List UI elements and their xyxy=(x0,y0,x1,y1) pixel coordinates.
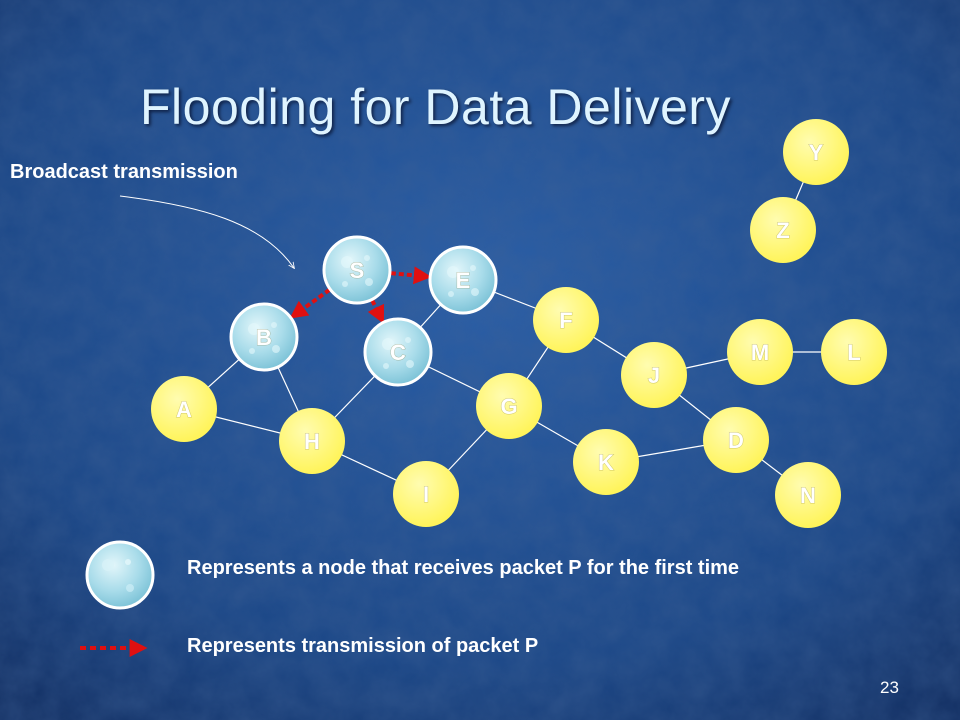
node-j-circle xyxy=(621,342,687,408)
node-c-bubble-3 xyxy=(383,363,389,369)
transmission-s-c-arrow xyxy=(367,299,385,324)
node-y: Y xyxy=(783,119,849,185)
node-b-bubble-3 xyxy=(249,348,255,354)
node-k-circle xyxy=(573,429,639,495)
node-f: F xyxy=(533,287,599,353)
node-b-circle xyxy=(229,302,299,372)
broadcast-pointer-arrow xyxy=(119,195,294,268)
node-c-bubble-0 xyxy=(382,338,394,350)
node-e-bubble-0 xyxy=(447,266,459,278)
node-l-circle xyxy=(821,319,887,385)
node-b-bubble-2 xyxy=(271,322,277,328)
node-y-circle xyxy=(783,119,849,185)
node-i: I xyxy=(393,461,459,527)
slide-title: Flooding for Data Delivery xyxy=(140,79,732,135)
node-layer: S E B C A H I G F J K D M L N Y Z xyxy=(151,119,887,528)
node-h-circle xyxy=(279,408,345,474)
node-h-label: H xyxy=(304,429,320,454)
node-f-label: F xyxy=(559,308,572,333)
node-j: J xyxy=(621,342,687,408)
transmission-s-e-arrow xyxy=(390,266,432,285)
node-e-bubble-1 xyxy=(471,288,479,296)
node-m: M xyxy=(727,319,793,385)
node-l: L xyxy=(821,319,887,385)
node-i-circle xyxy=(393,461,459,527)
node-k: K xyxy=(573,429,639,495)
node-f-circle xyxy=(533,287,599,353)
node-s-bubble-0 xyxy=(341,256,353,268)
node-b: B xyxy=(229,302,299,372)
node-e-bubble-3 xyxy=(448,291,454,297)
node-c-label: C xyxy=(390,340,406,365)
node-s: S xyxy=(322,235,392,305)
node-j-label: J xyxy=(648,363,660,388)
node-z: Z xyxy=(750,197,816,263)
node-n-label: N xyxy=(800,483,816,508)
node-a-label: A xyxy=(176,397,192,422)
node-s-bubble-2 xyxy=(364,255,370,261)
node-a-circle xyxy=(151,376,217,442)
node-m-label: M xyxy=(751,340,769,365)
legend-transmission-text: Represents transmission of packet P xyxy=(187,635,539,657)
node-y-label: Y xyxy=(809,140,824,165)
node-s-bubble-3 xyxy=(342,281,348,287)
node-i-label: I xyxy=(423,482,429,507)
node-k-label: K xyxy=(598,450,614,475)
node-e-bubble-2 xyxy=(470,265,476,271)
node-n: N xyxy=(775,462,841,528)
legend-received-node xyxy=(85,540,155,610)
node-c: C xyxy=(363,317,433,387)
page-number: 23 xyxy=(880,678,899,697)
broadcast-annotation: Broadcast transmission xyxy=(10,161,238,183)
node-d-label: D xyxy=(728,428,744,453)
node-b-bubble-1 xyxy=(272,345,280,353)
node-g-label: G xyxy=(500,394,517,419)
node-b-label: B xyxy=(256,325,272,350)
legend-received-text: Represents a node that receives packet P… xyxy=(187,557,740,579)
node-s-bubble-1 xyxy=(365,278,373,286)
node-s-circle xyxy=(322,235,392,305)
node-b-bubble-0 xyxy=(248,323,260,335)
node-z-circle xyxy=(750,197,816,263)
node-a: A xyxy=(151,376,217,442)
node-g: G xyxy=(476,373,542,439)
node-d: D xyxy=(703,407,769,473)
node-e: E xyxy=(428,245,498,315)
node-c-bubble-2 xyxy=(405,337,411,343)
node-e-circle xyxy=(428,245,498,315)
node-h: H xyxy=(279,408,345,474)
node-n-circle xyxy=(775,462,841,528)
node-c-bubble-1 xyxy=(406,360,414,368)
node-m-circle xyxy=(727,319,793,385)
node-l-label: L xyxy=(847,340,860,365)
node-z-label: Z xyxy=(776,218,789,243)
node-d-circle xyxy=(703,407,769,473)
node-c-circle xyxy=(363,317,433,387)
node-s-label: S xyxy=(350,258,365,283)
node-g-circle xyxy=(476,373,542,439)
node-e-label: E xyxy=(456,268,471,293)
transmission-layer xyxy=(289,266,432,324)
